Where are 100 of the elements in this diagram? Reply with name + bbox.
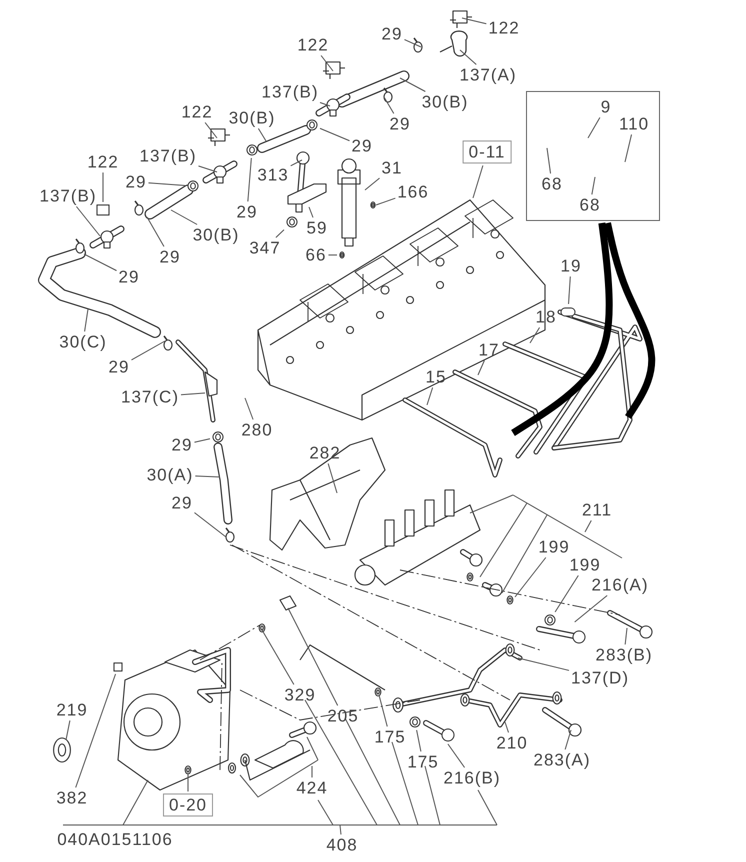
callout-number: 29	[236, 204, 258, 220]
callout-number: 137(B)	[261, 84, 319, 100]
leader-line	[328, 463, 338, 494]
callout-number: 280	[241, 422, 273, 438]
drawing-number: 040A0151106	[57, 830, 173, 850]
pipe-end	[560, 306, 576, 318]
leader-line	[591, 176, 596, 195]
leader-line	[504, 722, 509, 733]
leader-line	[148, 182, 186, 186]
leader-line	[378, 694, 388, 727]
leader-line	[447, 744, 466, 768]
leader-line	[66, 720, 70, 740]
callout-number: 29	[352, 138, 372, 154]
leader-line	[588, 117, 600, 138]
callout-number: 282	[309, 444, 341, 462]
leader-line	[275, 229, 284, 238]
callout-number: 199	[569, 556, 601, 574]
leader-line	[530, 327, 540, 344]
callout-number: 29	[108, 358, 130, 376]
key	[113, 662, 123, 672]
callout-number: 29	[172, 494, 192, 512]
leader-line	[574, 595, 608, 622]
hose-clamp	[306, 119, 318, 131]
callout-number: 30(B)	[192, 226, 240, 244]
leader-line	[288, 608, 338, 706]
reference-box: 0-11	[462, 140, 512, 164]
leader-line	[198, 165, 218, 172]
bolt	[421, 718, 455, 742]
bolt	[534, 624, 586, 644]
callout-number: 66	[306, 246, 326, 264]
callout-number: 175	[407, 754, 439, 770]
callout-number: 110	[618, 116, 650, 132]
leader-line	[624, 628, 628, 645]
leader-line	[76, 206, 100, 236]
callout-number: 30(B)	[228, 110, 276, 126]
leader-line	[554, 575, 579, 612]
callout-number: 137(B)	[139, 148, 197, 164]
callout-number: 68	[542, 176, 562, 192]
hose-clamp	[246, 144, 258, 156]
leader-line	[384, 96, 394, 114]
leader-line	[584, 520, 592, 532]
leader-line	[478, 360, 485, 376]
callout-number: 122	[488, 20, 520, 36]
callout-number: 30(B)	[422, 94, 468, 110]
callout-number: 313	[257, 166, 289, 184]
leader-line	[624, 134, 632, 162]
leader-line	[460, 50, 477, 65]
leader-line	[376, 198, 396, 206]
leader-line	[462, 18, 487, 24]
inset-frame	[526, 91, 660, 221]
washer	[544, 614, 556, 626]
callout-number: 31	[382, 160, 402, 176]
callout-number: 166	[397, 184, 429, 200]
leader-line	[247, 158, 252, 202]
leader-line	[320, 128, 350, 142]
callout-number: 216(B)	[443, 770, 501, 786]
callout-number: 122	[297, 36, 329, 54]
leader-line	[130, 340, 166, 360]
leader-line	[472, 165, 484, 198]
leader-line	[328, 254, 338, 256]
leader-line	[426, 387, 434, 406]
callout-number: 211	[582, 502, 612, 518]
leader-line	[400, 78, 426, 92]
callout-number: 9	[600, 98, 612, 116]
callout-number: 30(C)	[59, 334, 107, 350]
callout-number: 210	[496, 734, 528, 752]
callout-number: 59	[306, 220, 328, 236]
leader-line	[194, 438, 210, 443]
leader-line	[102, 172, 104, 202]
callout-number: 29	[390, 116, 410, 132]
callout-number: 137(B)	[39, 188, 97, 204]
leader-line	[564, 730, 572, 750]
callout-number: 347	[249, 240, 281, 256]
callout-number: 29	[126, 174, 146, 190]
hose-clamp	[212, 431, 224, 443]
leader-line	[84, 308, 88, 332]
leader-line	[404, 39, 422, 48]
callout-number: 30(A)	[146, 466, 194, 484]
callout-number: 199	[538, 538, 570, 556]
callout-number: 19	[560, 258, 582, 274]
leader-line	[244, 398, 254, 420]
leader-line	[364, 178, 380, 190]
callout-number: 68	[580, 196, 600, 214]
callout-number: 15	[426, 368, 446, 386]
leader-line	[290, 160, 302, 166]
leader-line	[308, 206, 314, 218]
leader-line	[568, 276, 571, 304]
leader-line	[84, 254, 118, 272]
callout-number: 205	[327, 708, 359, 724]
hose-clamp	[187, 180, 199, 192]
leader-line	[514, 557, 546, 598]
callout-number: 122	[87, 154, 119, 170]
callout-number: 219	[56, 702, 88, 718]
leader-line	[194, 512, 226, 538]
callout-number: 424	[296, 780, 328, 796]
leader-line	[546, 148, 552, 174]
callout-number: 137(C)	[121, 388, 179, 406]
callout-number: 17	[478, 342, 500, 358]
washer	[286, 216, 298, 228]
leader-line	[170, 210, 198, 225]
